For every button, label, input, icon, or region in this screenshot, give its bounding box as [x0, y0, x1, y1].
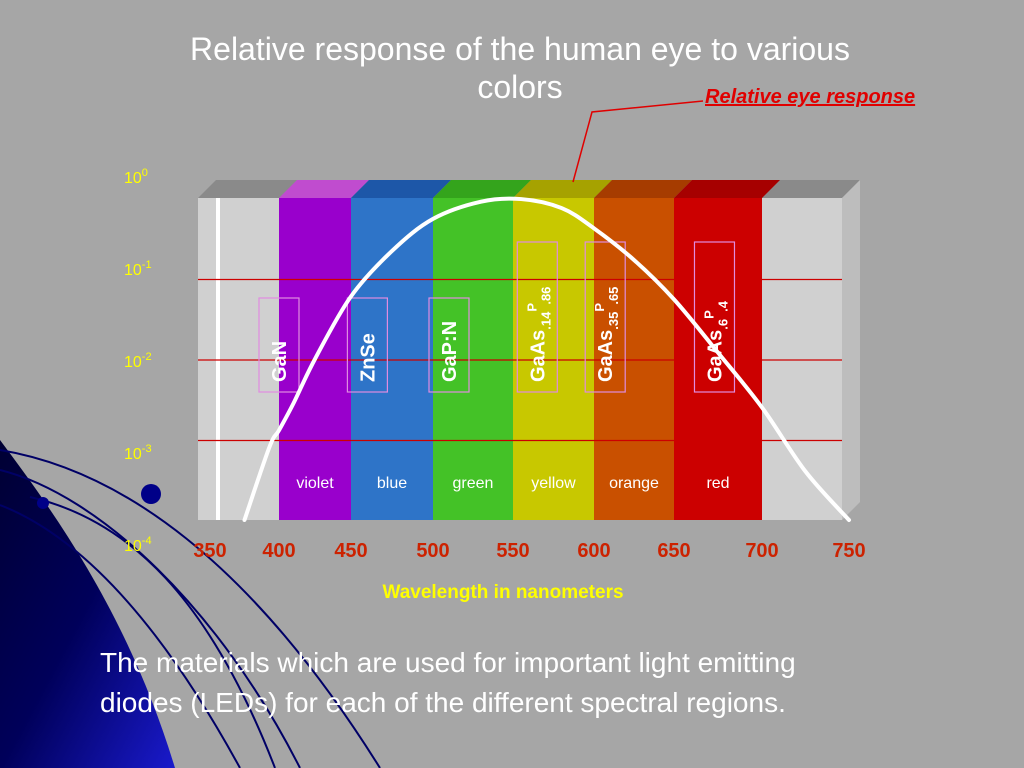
band-label-violet: violet — [296, 475, 334, 492]
decor-arc-4 — [0, 504, 241, 768]
decor-arc-1 — [0, 449, 381, 768]
material-label-6: GaAs.6P.4 — [701, 300, 730, 382]
eye-response-callout: Relative eye response — [705, 86, 916, 108]
x-tick-label: 650 — [657, 540, 690, 562]
x-tick-label: 500 — [416, 540, 449, 562]
material-box-2 — [346, 297, 388, 393]
x-tick-label: 350 — [193, 540, 226, 562]
material-label-4: GaAs.14P.86 — [524, 287, 553, 382]
decor-dot-small — [37, 497, 49, 509]
x-tick-label: 550 — [496, 540, 529, 562]
y-tick-label: 10-1 — [124, 259, 152, 279]
x-tick-label: 400 — [262, 540, 295, 562]
decor-dot-large — [141, 484, 161, 504]
y-tick-label: 10-2 — [124, 351, 152, 371]
material-box-6 — [693, 241, 736, 393]
material-box-1 — [258, 297, 300, 393]
y-tick-label: 10-3 — [124, 443, 152, 463]
band-label-red: red — [706, 475, 729, 492]
slide-caption: The materials which are used for importa… — [100, 643, 980, 723]
navy-corner-shape — [0, 440, 175, 768]
material-box-3 — [428, 297, 470, 393]
x-tick-label: 450 — [334, 540, 367, 562]
x-tick-label: 700 — [745, 540, 778, 562]
material-label-5: GaAs.35P.65 — [592, 287, 621, 382]
band-label-green: green — [453, 475, 494, 492]
band-red — [674, 198, 762, 520]
y-tick-label: 10-4 — [124, 535, 152, 555]
band-top-green — [433, 180, 531, 198]
material-label-3: GaP:N — [439, 321, 461, 382]
band-top-red — [674, 180, 780, 198]
title-line-2: colors — [477, 69, 563, 105]
band-label-orange: orange — [609, 475, 659, 492]
x-tick-label: 600 — [577, 540, 610, 562]
title-line-1: Relative response of the human eye to va… — [190, 31, 850, 67]
panel-side-face — [842, 180, 860, 520]
band-top-violet — [279, 180, 369, 198]
slide-title: Relative response of the human eye to va… — [100, 30, 940, 106]
band-yellow — [513, 198, 594, 520]
decor-arc-3 — [29, 496, 276, 768]
x-axis-title: Wavelength in nanometers — [382, 582, 623, 603]
material-label-1: GaN — [269, 341, 291, 382]
y-tick-label: 100 — [124, 167, 148, 187]
material-box-5 — [584, 241, 626, 393]
x-tick-label: 750 — [832, 540, 865, 562]
caption-line-2: diodes (LEDs) for each of the different … — [100, 687, 786, 718]
material-box-4 — [516, 241, 558, 393]
band-top-yellow — [513, 180, 612, 198]
caption-line-1: The materials which are used for importa… — [100, 647, 796, 678]
callout-pointer-line — [572, 100, 704, 183]
band-orange — [594, 198, 674, 520]
band-label-yellow: yellow — [531, 475, 576, 492]
band-top-blue — [351, 180, 451, 198]
material-label-2: ZnSe — [357, 333, 379, 382]
band-label-blue: blue — [377, 475, 407, 492]
band-top-orange — [594, 180, 692, 198]
band-green — [433, 198, 513, 520]
eye-response-curve — [242, 196, 851, 522]
